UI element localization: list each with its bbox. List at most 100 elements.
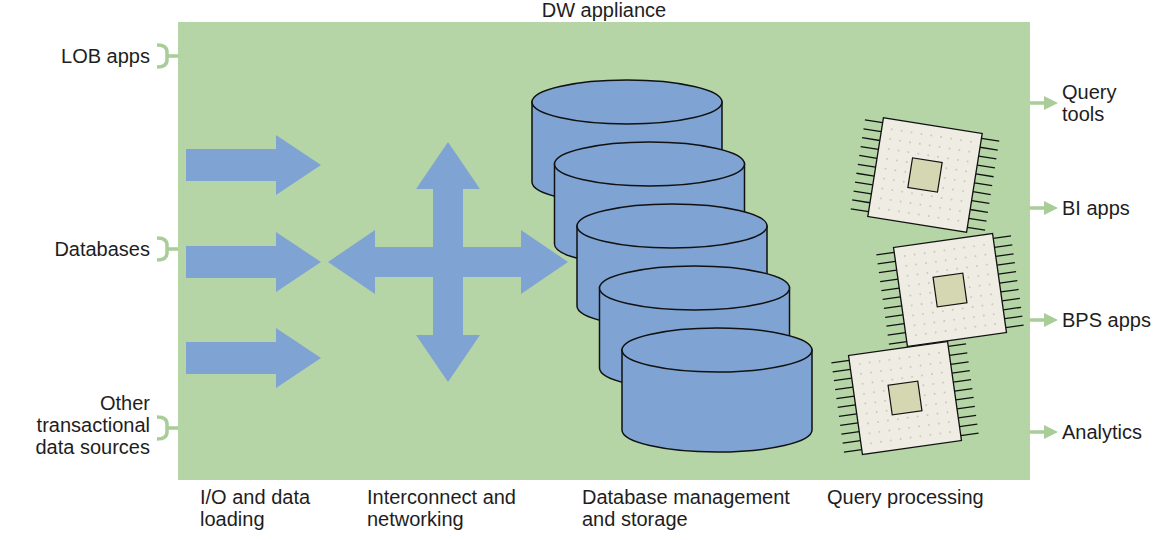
chip-pin: [972, 201, 990, 204]
chip-dot: [870, 371, 872, 373]
chip-dot: [974, 326, 976, 328]
chip-dot: [984, 254, 986, 256]
layer-label: Database management and storage: [582, 486, 812, 530]
chip-dot: [960, 139, 962, 141]
load-arrow: [186, 135, 321, 195]
chip-dot: [906, 275, 908, 277]
chip-dot: [976, 265, 978, 267]
chip-die: [908, 158, 942, 192]
appliance-ground: [178, 22, 1030, 480]
chip-pin: [981, 138, 999, 141]
chip-dot: [910, 131, 912, 133]
chip-pin: [996, 254, 1014, 257]
chip-dot: [923, 252, 925, 254]
output-arrowhead: [1044, 313, 1058, 327]
chip-pin: [840, 423, 858, 426]
chip-dot: [901, 190, 903, 192]
chip-dot: [963, 317, 965, 319]
chip-dot: [911, 376, 913, 378]
chip-dot: [905, 265, 907, 267]
chip-dot: [909, 141, 911, 143]
processor-chips: [831, 115, 1025, 457]
chip-dot: [926, 272, 928, 274]
chip-pin: [1002, 298, 1020, 301]
chip-dot: [921, 194, 923, 196]
chip-dot: [971, 306, 973, 308]
chip-dot: [883, 390, 885, 392]
chip-dot: [878, 360, 880, 362]
chip-pin: [998, 272, 1016, 275]
chip-dot: [986, 263, 988, 265]
chip-dot: [938, 352, 940, 354]
chip-dot: [964, 327, 966, 329]
layer-label: Interconnect and networking: [367, 486, 557, 530]
chip-dot: [948, 147, 950, 149]
chip-dot: [943, 249, 945, 251]
chip-dot: [943, 320, 945, 322]
chip-dot: [918, 425, 920, 427]
chip-dot: [919, 435, 921, 437]
chip-dot: [965, 256, 967, 258]
chip-dot: [962, 190, 964, 192]
chip-pin: [863, 129, 881, 132]
chip-dot: [907, 417, 909, 419]
chip-dot: [900, 367, 902, 369]
source-label: LOB apps: [0, 45, 150, 67]
chip-dot: [880, 197, 882, 199]
chip-dot: [954, 328, 956, 330]
chip-dot: [993, 313, 995, 315]
chip-pin: [886, 324, 904, 327]
chip-dot: [887, 419, 889, 421]
output-arrowhead: [1044, 425, 1058, 439]
chip-pin: [969, 218, 987, 221]
output-line: [1030, 206, 1046, 210]
chip-dot: [919, 203, 921, 205]
chip-dot: [877, 421, 879, 423]
chip-pin: [885, 315, 903, 318]
chip-dot: [991, 303, 993, 305]
processor-chip: [831, 339, 980, 457]
chip-pin: [865, 120, 883, 123]
chip-dot: [883, 177, 885, 179]
chip-dot: [957, 159, 959, 161]
chip-dot: [898, 210, 900, 212]
chip-pin: [843, 441, 861, 444]
chip-pin: [881, 288, 899, 291]
appliance-box: DW appliance: [178, 22, 1030, 480]
chip-dot: [900, 438, 902, 440]
chip-dot: [870, 442, 872, 444]
chip-dot: [968, 150, 970, 152]
chip-dot: [936, 413, 938, 415]
input-port: [157, 238, 178, 260]
chip-pin: [851, 209, 869, 212]
chip-dot: [936, 270, 938, 272]
chip-dot: [863, 393, 865, 395]
processor-chip: [876, 231, 1025, 349]
chip-pin: [950, 353, 968, 356]
chip-dot: [917, 153, 919, 155]
chip-pin: [1003, 307, 1021, 310]
layer-label: Query processing: [827, 486, 1047, 508]
chip-dot: [920, 364, 922, 366]
chip-dot: [962, 307, 964, 309]
chip-dot: [983, 244, 985, 246]
chip-pin: [855, 182, 873, 185]
chip-pin: [953, 380, 971, 383]
chip-dot: [898, 357, 900, 359]
cylinder-top: [622, 328, 812, 372]
chip-dot: [915, 334, 917, 336]
chip-dot: [890, 439, 892, 441]
chip-dot: [930, 134, 932, 136]
chip-dot: [915, 263, 917, 265]
chip-pin: [1006, 325, 1024, 328]
chip-dot: [949, 431, 951, 433]
chip-dot: [973, 245, 975, 247]
chip-dot: [887, 148, 889, 150]
chip-pin: [970, 209, 988, 212]
chip-dot: [955, 258, 957, 260]
consumer-label: Analytics: [1062, 421, 1172, 443]
chip-dot: [935, 261, 937, 263]
chip-dot: [893, 179, 895, 181]
